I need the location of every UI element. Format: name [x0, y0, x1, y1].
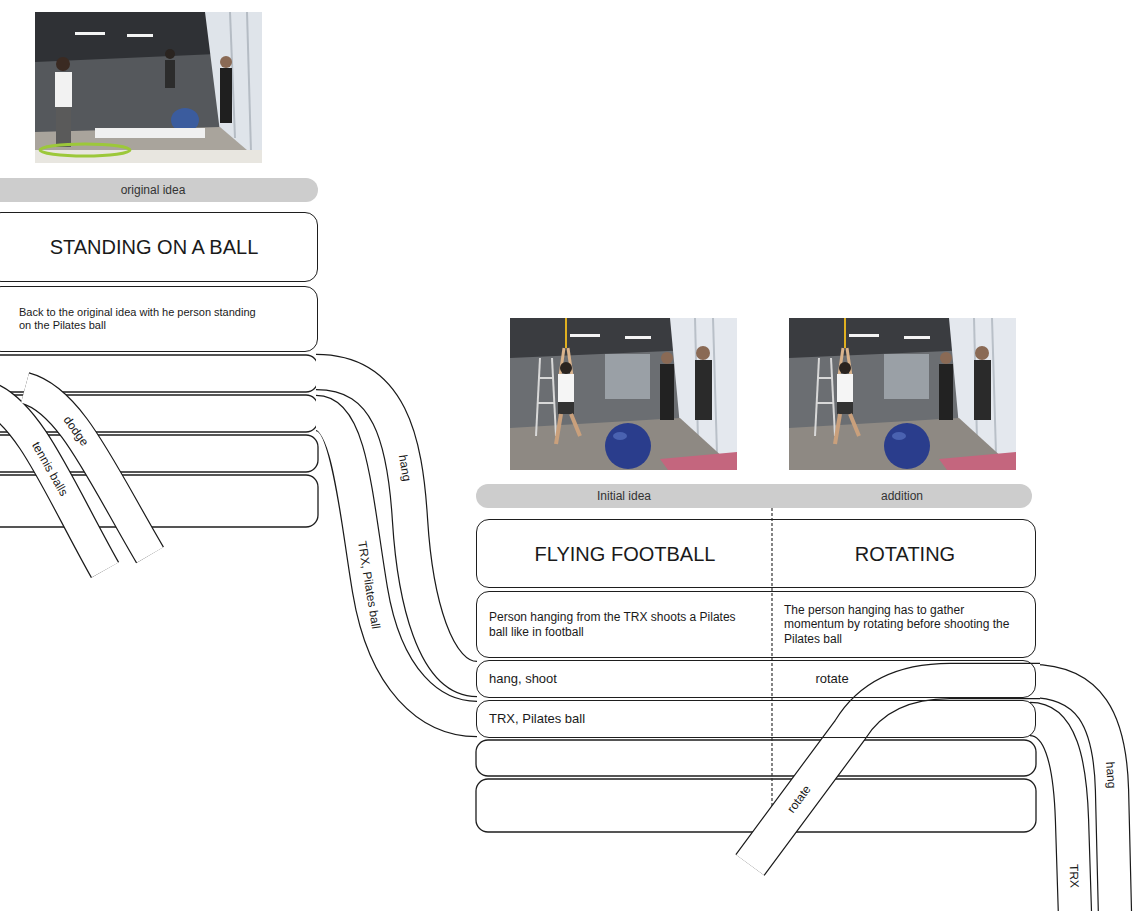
photo-addition	[789, 318, 1016, 470]
photo-mat	[95, 128, 205, 138]
node-text: The person hanging has to gather momentu…	[780, 592, 1030, 657]
photo-light	[75, 32, 105, 35]
node-text: Person hanging from the TRX shoots a Pil…	[485, 592, 747, 657]
stage-band: Initial ideaaddition	[476, 484, 1032, 508]
idea-description-box: Back to the original idea with he person…	[0, 286, 318, 352]
ribbon-fill	[750, 681, 1040, 865]
photo-original	[35, 12, 262, 163]
photo-ground	[35, 12, 262, 163]
node-text: rotate	[773, 661, 891, 697]
node-text: addition	[772, 484, 1032, 508]
photo-person	[220, 68, 232, 123]
object-row: TRX, Pilates ball	[476, 700, 1036, 738]
empty-row	[476, 740, 1036, 776]
node-text: Initial idea	[476, 484, 772, 508]
node-text: Back to the original idea with he person…	[15, 287, 271, 351]
ribbon-label: hang	[396, 454, 412, 482]
ribbon-outline	[1030, 681, 1115, 911]
node-text: FLYING FOOTBALL	[477, 520, 773, 587]
idea-title-box: FLYING FOOTBALLROTATING	[476, 519, 1036, 588]
photo-legs	[56, 107, 71, 147]
empty-row	[476, 779, 1036, 832]
ribbon-fill	[316, 413, 477, 719]
photo-head	[165, 49, 175, 59]
ribbon-label: hang	[1104, 761, 1118, 789]
ribbon-fill	[1030, 681, 1115, 911]
photo-hoop	[40, 144, 130, 156]
stage-band: original idea	[0, 178, 318, 202]
node-text: TRX, Pilates ball	[485, 701, 769, 737]
node-text: ROTATING	[773, 520, 1037, 587]
photo-torso	[55, 72, 72, 107]
photo-head	[56, 57, 70, 71]
node-text: hang, shoot	[485, 661, 769, 697]
photo-mullion	[247, 12, 251, 152]
ribbon-label: TRX	[1067, 864, 1080, 888]
node-text: STANDING ON A BALL	[9, 213, 299, 281]
column-divider	[771, 508, 772, 832]
photo-head	[220, 56, 232, 68]
photo-person	[165, 60, 175, 88]
idea-description-box: Person hanging from the TRX shoots a Pil…	[476, 591, 1036, 658]
photo-light	[127, 34, 153, 37]
idea-title-box: STANDING ON A BALL	[0, 212, 318, 282]
node-text: original idea	[8, 178, 298, 202]
photo-initial-idea	[510, 318, 737, 470]
ribbon-fill	[0, 398, 105, 570]
action-row: hang, shootrotate	[476, 660, 1036, 698]
ribbon-outline	[750, 681, 1040, 865]
